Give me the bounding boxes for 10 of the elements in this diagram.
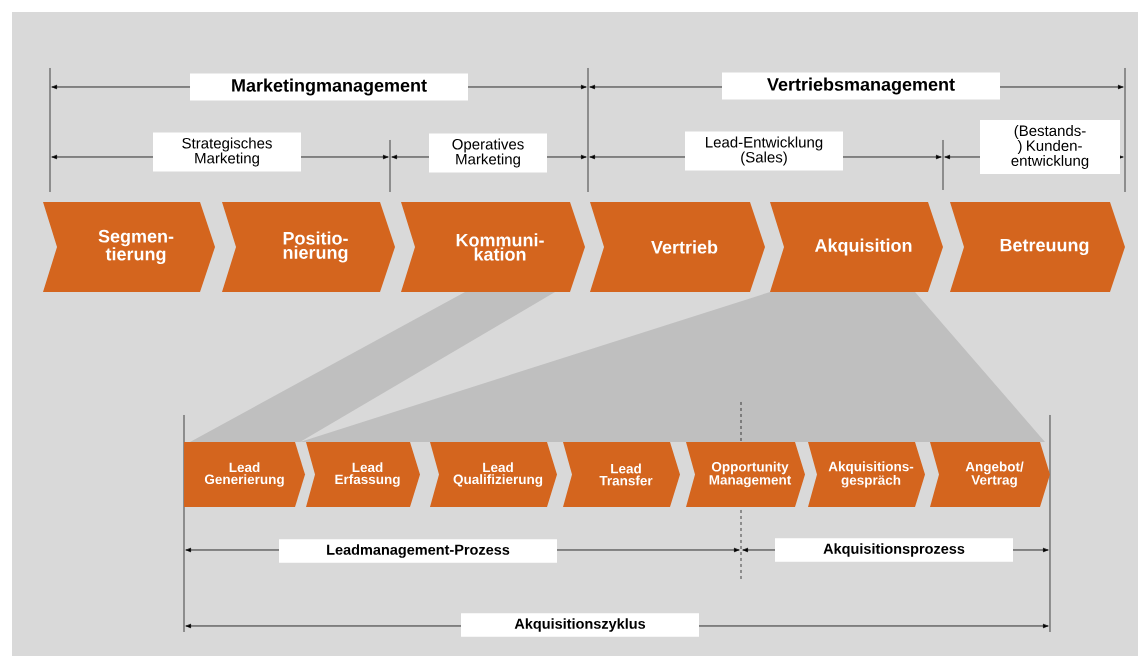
dimension-label: Operatives Marketing <box>429 133 547 173</box>
dimension-label: Vertriebsmanagement <box>722 72 1000 100</box>
process-step: Lead Generierung <box>184 442 305 507</box>
dimension-label: Strategisches Marketing <box>153 132 301 172</box>
dimension-label: Akquisitionszyklus <box>461 613 699 637</box>
dimension-label: Marketingmanagement <box>190 73 468 101</box>
dimension-label: Leadmanagement-Prozess <box>279 539 557 563</box>
dimension-label: Lead-Entwicklung (Sales) <box>685 131 843 171</box>
dimension-label: Akquisitionsprozess <box>775 538 1013 562</box>
dimension-label: (Bestands-) Kunden- entwicklung <box>980 120 1120 174</box>
